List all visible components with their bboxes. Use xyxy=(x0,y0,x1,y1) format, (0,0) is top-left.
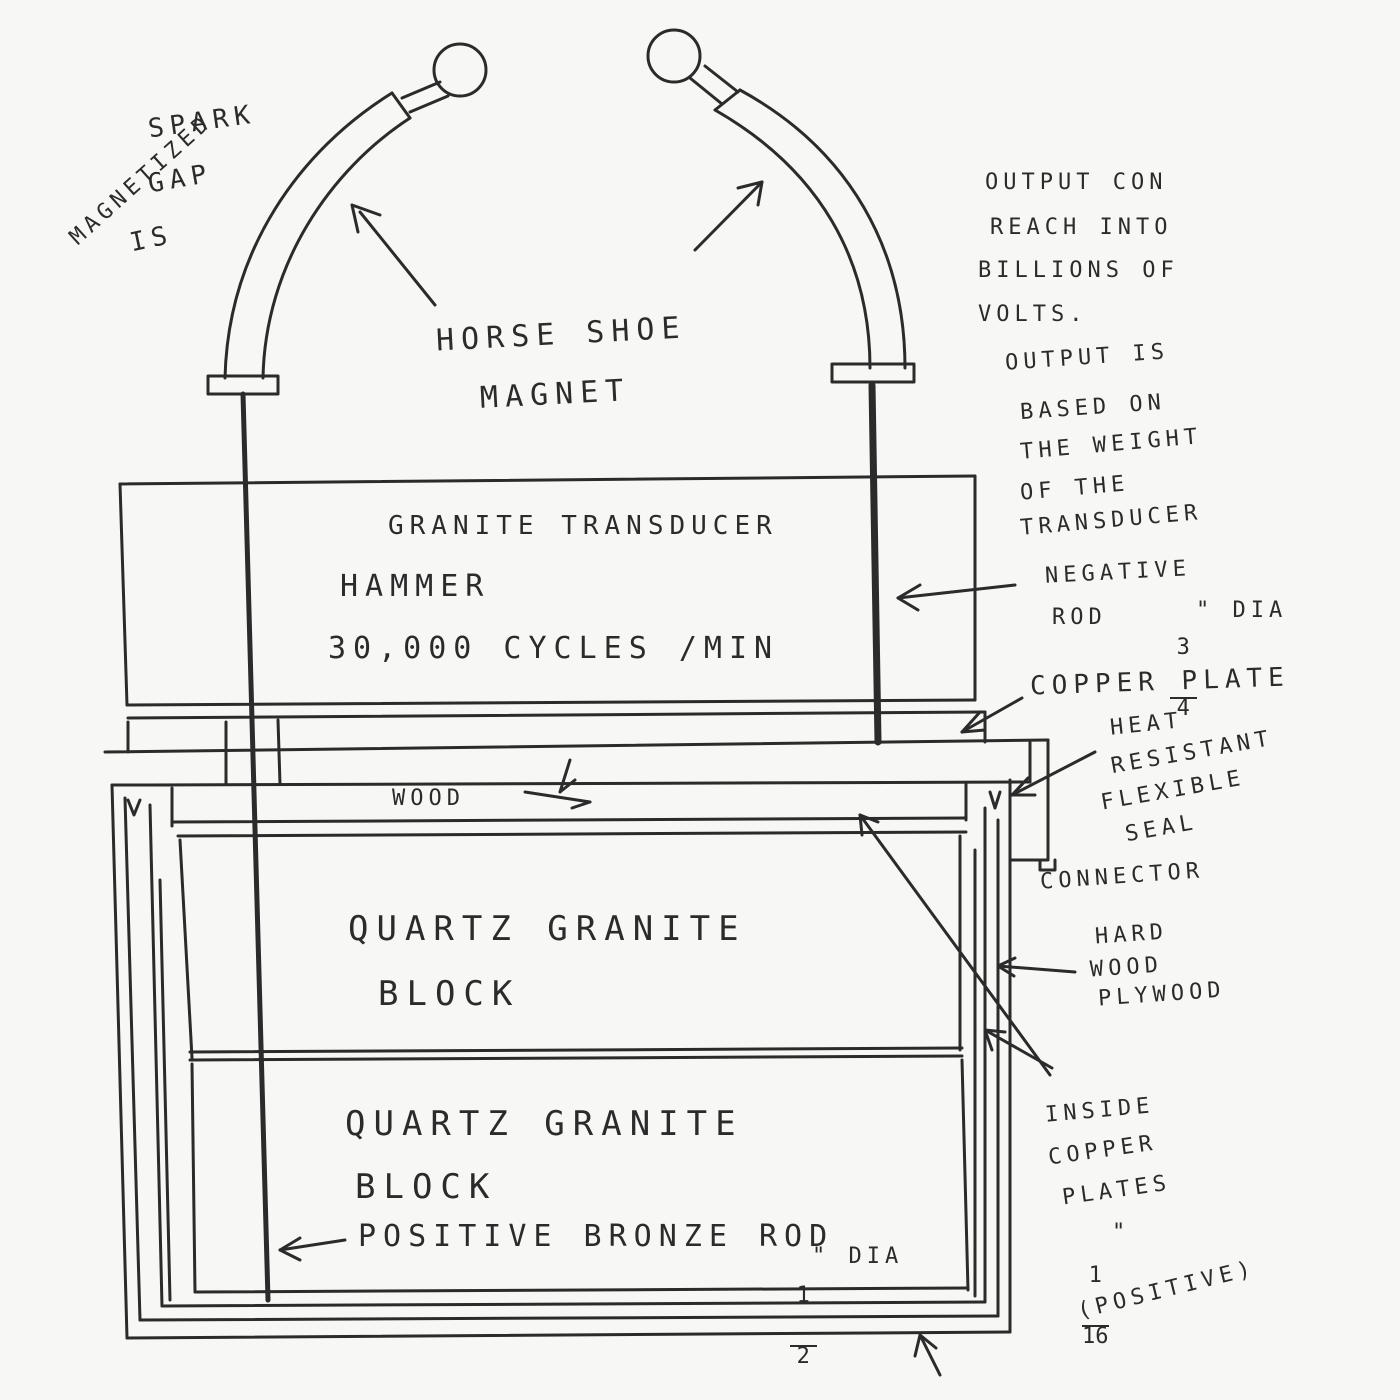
horseshoe-magnet-left-arm xyxy=(206,42,488,396)
label-quartz-granite-1: QUARTZ GRANITE xyxy=(348,909,747,949)
label-negative-rod-fraction: 3 4 xyxy=(1170,598,1197,739)
label-inside-copper-fraction: 1 16 xyxy=(1082,1226,1109,1367)
label-negative-rod: ROD xyxy=(1052,605,1107,630)
quartz-granite-block-upper xyxy=(178,834,964,1062)
label-negative-rod-dia: " DIA xyxy=(1196,598,1288,623)
label-positive-rod-dia: " DIA xyxy=(812,1244,904,1269)
label-cycles: 30,000 CYCLES /MIN xyxy=(328,631,780,666)
positive-bronze-rod xyxy=(224,391,282,1303)
label-hard: HARD xyxy=(1094,919,1169,950)
label-output-reach-3: BILLIONS OF xyxy=(978,258,1179,283)
connector-seal xyxy=(1008,738,1057,872)
label-hard-wood: WOOD xyxy=(1089,952,1164,983)
horseshoe-magnet-right-arm xyxy=(646,28,916,384)
negative-rod-denominator: 4 xyxy=(1170,696,1197,719)
label-positive-rod-fraction: 1 2 xyxy=(790,1246,817,1387)
label-arrows xyxy=(278,583,1097,1377)
label-output-reach-4: VOLTS. xyxy=(978,302,1088,327)
label-block-2: BLOCK xyxy=(355,1167,498,1207)
positive-rod-numerator: 1 xyxy=(796,1282,810,1308)
label-quartz-granite-2: QUARTZ GRANITE xyxy=(345,1104,744,1144)
label-granite-transducer: GRANITE TRANSDUCER xyxy=(388,511,778,541)
label-output-reach-1: OUTPUT CON xyxy=(985,170,1168,195)
label-output-reach-2: REACH INTO xyxy=(990,215,1173,240)
copper-plate xyxy=(103,710,1050,787)
label-hammer: HAMMER xyxy=(340,569,491,604)
negative-rod-numerator: 3 xyxy=(1176,634,1190,660)
quartz-granite-block-lower xyxy=(190,1058,970,1294)
magnet-pointer-arrows xyxy=(350,180,764,307)
inside-copper-numerator: 1 xyxy=(1088,1262,1102,1288)
wood-layer xyxy=(170,782,968,838)
label-positive-bronze-rod: POSITIVE BRONZE ROD xyxy=(358,1219,835,1254)
granite-transducer-box xyxy=(118,474,977,707)
negative-rod xyxy=(868,381,882,746)
outer-plywood-box xyxy=(110,783,1012,1340)
inside-copper-denominator: 16 xyxy=(1082,1323,1109,1349)
label-wood: WOOD xyxy=(392,786,465,811)
label-block-1: BLOCK xyxy=(378,974,521,1014)
label-inside-copper-inch: " xyxy=(1112,1220,1131,1245)
positive-rod-denominator: 2 xyxy=(790,1344,817,1367)
